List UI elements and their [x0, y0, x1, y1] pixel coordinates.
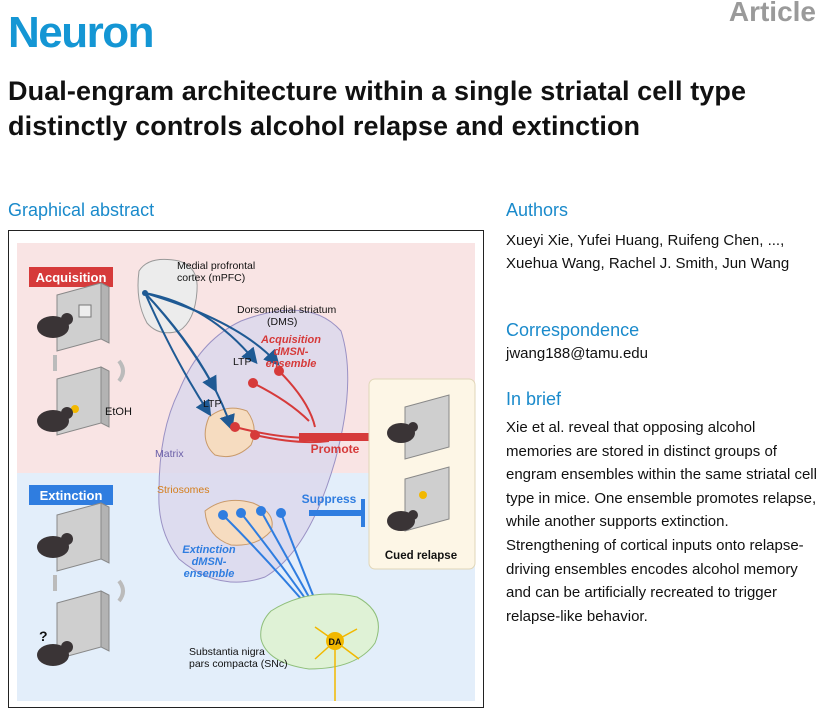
- da-label: DA: [329, 637, 342, 647]
- acq-ensemble-line3: ensemble: [266, 358, 317, 370]
- operant-box-ext-2: ?: [37, 590, 110, 666]
- da-dendrites: [314, 626, 360, 701]
- operant-box-relapse-1: [387, 394, 450, 460]
- snc-label-line1: Substantia nigra: [189, 646, 265, 658]
- operant-box-relapse-2: [387, 466, 450, 532]
- dms-label-line1: Dorsomedial striatum: [237, 304, 336, 316]
- author-list: Xueyi Xie, Yufei Huang, Ruifeng Chen, ..…: [506, 232, 790, 272]
- snc-label-line2: pars compacta (SNc): [189, 658, 288, 670]
- cue-light-icon: [71, 405, 79, 413]
- correspondence-email[interactable]: jwang188@tamu.edu: [506, 345, 648, 362]
- ltp-label-upper: LTP: [233, 356, 251, 368]
- etoh-label: EtOH: [105, 406, 132, 418]
- ext-ensemble-line2: dMSN-: [192, 556, 227, 568]
- acq-ensemble-line2: dMSN-: [274, 346, 309, 358]
- cortical-projections: [144, 292, 280, 431]
- correspondence-heading: Correspondence: [506, 320, 640, 340]
- matrix-label: Matrix: [155, 448, 184, 460]
- authors-heading: Authors: [506, 200, 569, 220]
- ltp-label-lower: LTP: [203, 398, 221, 410]
- acquisition-badge: [29, 267, 113, 287]
- operant-box-ext-1: [37, 502, 110, 572]
- mouse-icon: [387, 511, 415, 531]
- mouse-icon: [387, 423, 415, 443]
- operant-box-acq-1: [37, 282, 110, 352]
- mouse-icon: [37, 644, 69, 666]
- suppress-label: Suppress: [302, 492, 357, 506]
- dms-label-line2: (DMS): [267, 316, 297, 328]
- mpfc-neuron: [142, 290, 148, 296]
- operant-box-acq-2: EtOH: [37, 366, 132, 436]
- acquisition-label: Acquisition: [36, 270, 107, 285]
- question-mark: ?: [39, 628, 48, 644]
- snc-region: [260, 593, 379, 670]
- promote-label: Promote: [311, 442, 360, 456]
- in-brief-text: Xie et al. reveal that opposing alcohol …: [506, 419, 817, 625]
- mpfc-label-line1: Medial profrontal: [177, 260, 255, 272]
- article-title: Dual-engram architecture within a single…: [8, 76, 747, 141]
- extinction-badge: [29, 485, 113, 505]
- ext-ensemble-line3: ensemble: [184, 568, 235, 580]
- mpfc-label-line2: cortex (mPFC): [177, 272, 245, 284]
- extinction-label: Extinction: [40, 488, 103, 503]
- ext-ensemble-line1: Extinction: [182, 544, 235, 556]
- graphical-abstract-heading: Graphical abstract: [8, 200, 155, 220]
- cue-light-icon: [419, 491, 427, 499]
- mpfc-region: [137, 258, 198, 334]
- acq-ensemble-line1: Acquisition: [260, 334, 321, 346]
- mouse-icon: [37, 410, 69, 432]
- striosomes-label: Striosomes: [157, 484, 210, 496]
- cycle-arrow: [117, 359, 125, 383]
- journal-name: Neuron: [8, 8, 155, 57]
- cycle-arrow: [117, 579, 125, 603]
- cued-relapse-label: Cued relapse: [385, 550, 457, 562]
- graphical-abstract-figure: Acquisition Extinction EtOH ? Medial pro…: [8, 230, 484, 708]
- in-brief-heading: In brief: [506, 389, 562, 409]
- mouse-icon: [37, 316, 69, 338]
- striosome-patch-upper: [204, 407, 255, 458]
- mouse-icon: [37, 536, 69, 558]
- article-type: Article: [728, 0, 816, 27]
